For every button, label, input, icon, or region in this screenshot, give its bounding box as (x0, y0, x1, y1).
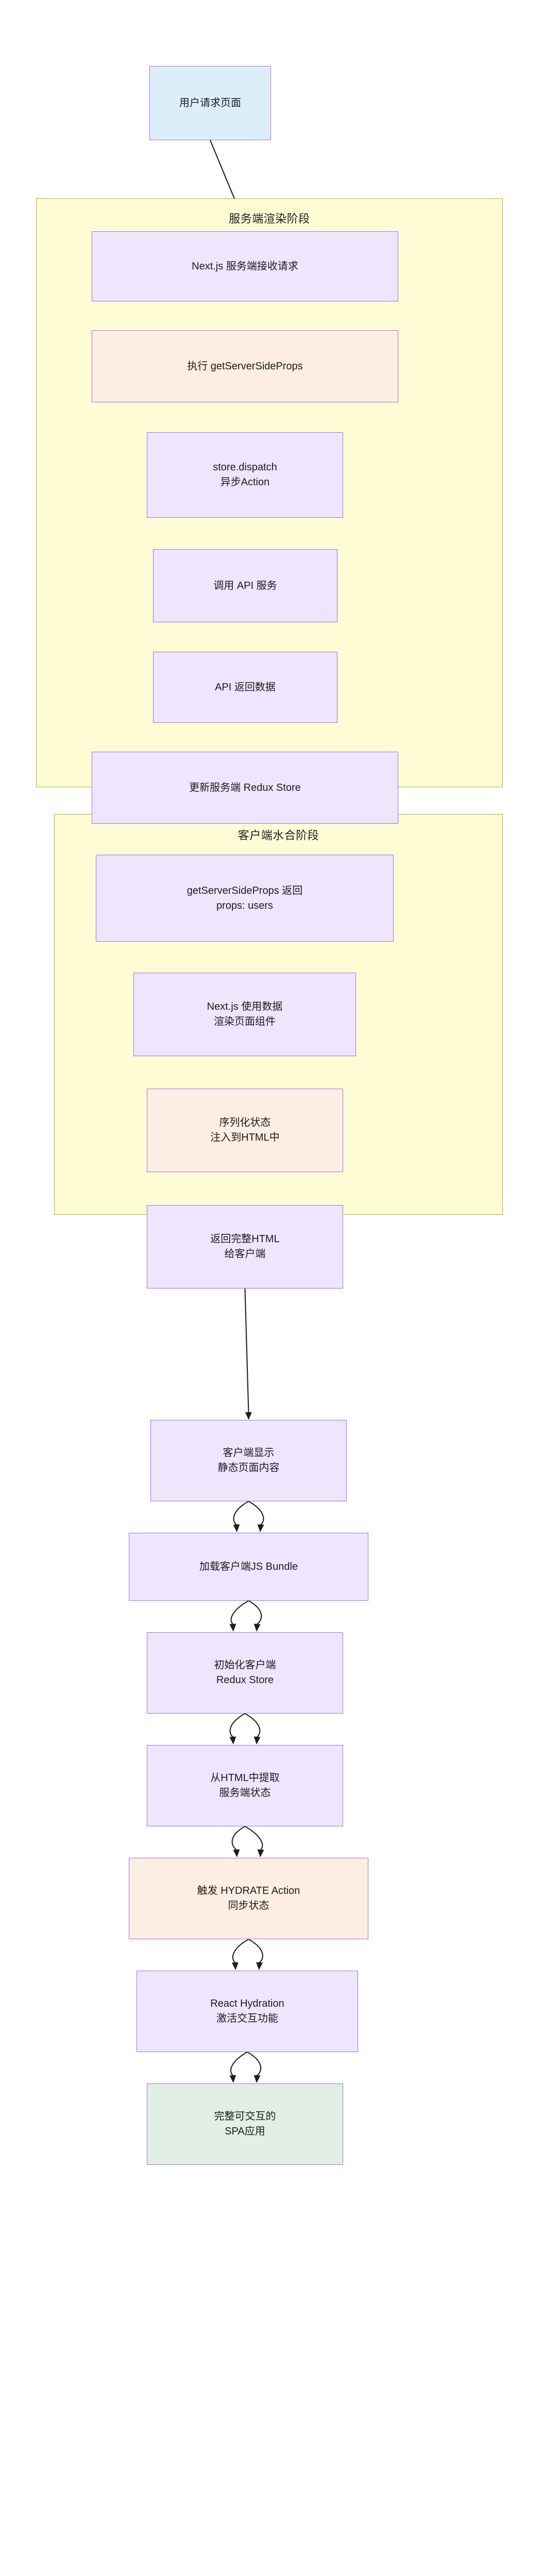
node-client-5-line-1: 触发 HYDRATE Action (197, 1885, 300, 1896)
node-server-4-line-1: 调用 API 服务 (213, 580, 277, 591)
node-client-4-line-1: 从HTML中提取 (210, 1772, 280, 1784)
node-server-7-line-2: props: users (216, 900, 274, 911)
node-server-7-line-1: getServerSideProps 返回 (186, 885, 303, 896)
node-client-1[interactable]: 客户端显示静态页面内容 (150, 1420, 347, 1501)
node-server-3[interactable]: store.dispatch 异步Action (147, 432, 343, 518)
node-server-8-line-2: 渲染页面组件 (214, 1016, 276, 1027)
node-client-7-line-1: 完整可交互的 (214, 2111, 276, 2122)
node-client-6-line-2: 激活交互功能 (216, 2013, 278, 2024)
node-client-4[interactable]: 从HTML中提取服务端状态 (147, 1745, 343, 1826)
node-server-6-line-1: 更新服务端 Redux Store (189, 782, 301, 793)
node-client-1-line-2: 静态页面内容 (217, 1462, 280, 1473)
node-server-2-line-1: 执行 getServerSideProps (187, 360, 303, 372)
node-user-request-line-1: 用户请求页面 (179, 97, 241, 109)
node-client-4-line-2: 服务端状态 (219, 1787, 271, 1799)
node-client-3-line-2: Redux Store (216, 1674, 274, 1686)
node-server-4[interactable]: 调用 API 服务 (153, 549, 337, 622)
node-client-6[interactable]: React Hydration 激活交互功能 (137, 1971, 358, 2052)
node-server-9-line-2: 注入到HTML中 (210, 1132, 280, 1143)
node-client-1-line-1: 客户端显示 (223, 1447, 275, 1459)
node-server-9-line-1: 序列化状态 (219, 1117, 271, 1128)
node-server-1-line-1: Next.js 服务端接收请求 (192, 260, 298, 272)
node-client-5[interactable]: 触发 HYDRATE Action 同步状态 (129, 1858, 368, 1939)
node-server-6[interactable]: 更新服务端 Redux Store (92, 752, 398, 824)
node-client-3[interactable]: 初始化客户端 Redux Store (147, 1632, 343, 1714)
subgraph-client-hydration-phase-title: 客户端水合阶段 (237, 829, 319, 842)
node-client-7[interactable]: 完整可交互的 SPA应用 (147, 2083, 343, 2165)
node-client-3-line-1: 初始化客户端 (214, 1659, 276, 1671)
node-server-3-line-1: store.dispatch (213, 462, 277, 473)
node-client-6-line-1: React Hydration (210, 1998, 284, 2009)
node-server-7[interactable]: getServerSideProps 返回 props: users (96, 855, 394, 942)
node-server-9[interactable]: 序列化状态注入到HTML中 (147, 1089, 343, 1172)
node-server-10-line-2: 给客户端 (224, 1248, 266, 1260)
node-server-3-line-2: 异步Action (220, 477, 270, 488)
node-server-10-line-1: 返回完整HTML (210, 1233, 280, 1245)
node-client-2[interactable]: 加载客户端JS Bundle (129, 1533, 368, 1601)
node-server-8-line-1: Next.js 使用数据 (207, 1001, 283, 1012)
node-client-2-line-1: 加载客户端JS Bundle (199, 1561, 298, 1572)
node-server-1[interactable]: Next.js 服务端接收请求 (92, 231, 398, 301)
node-server-10[interactable]: 返回完整HTML 给客户端 (147, 1205, 343, 1289)
node-server-5[interactable]: API 返回数据 (153, 652, 337, 723)
node-server-8[interactable]: Next.js 使用数据渲染页面组件 (133, 973, 356, 1056)
node-client-7-line-2: SPA应用 (225, 2126, 265, 2137)
subgraph-server-render-phase-title: 服务端渲染阶段 (229, 212, 310, 225)
node-client-5-line-2: 同步状态 (228, 1900, 269, 1911)
node-user-request[interactable]: 用户请求页面 (149, 66, 271, 140)
node-server-2[interactable]: 执行 getServerSideProps (92, 330, 398, 402)
node-server-5-line-1: API 返回数据 (215, 681, 276, 693)
